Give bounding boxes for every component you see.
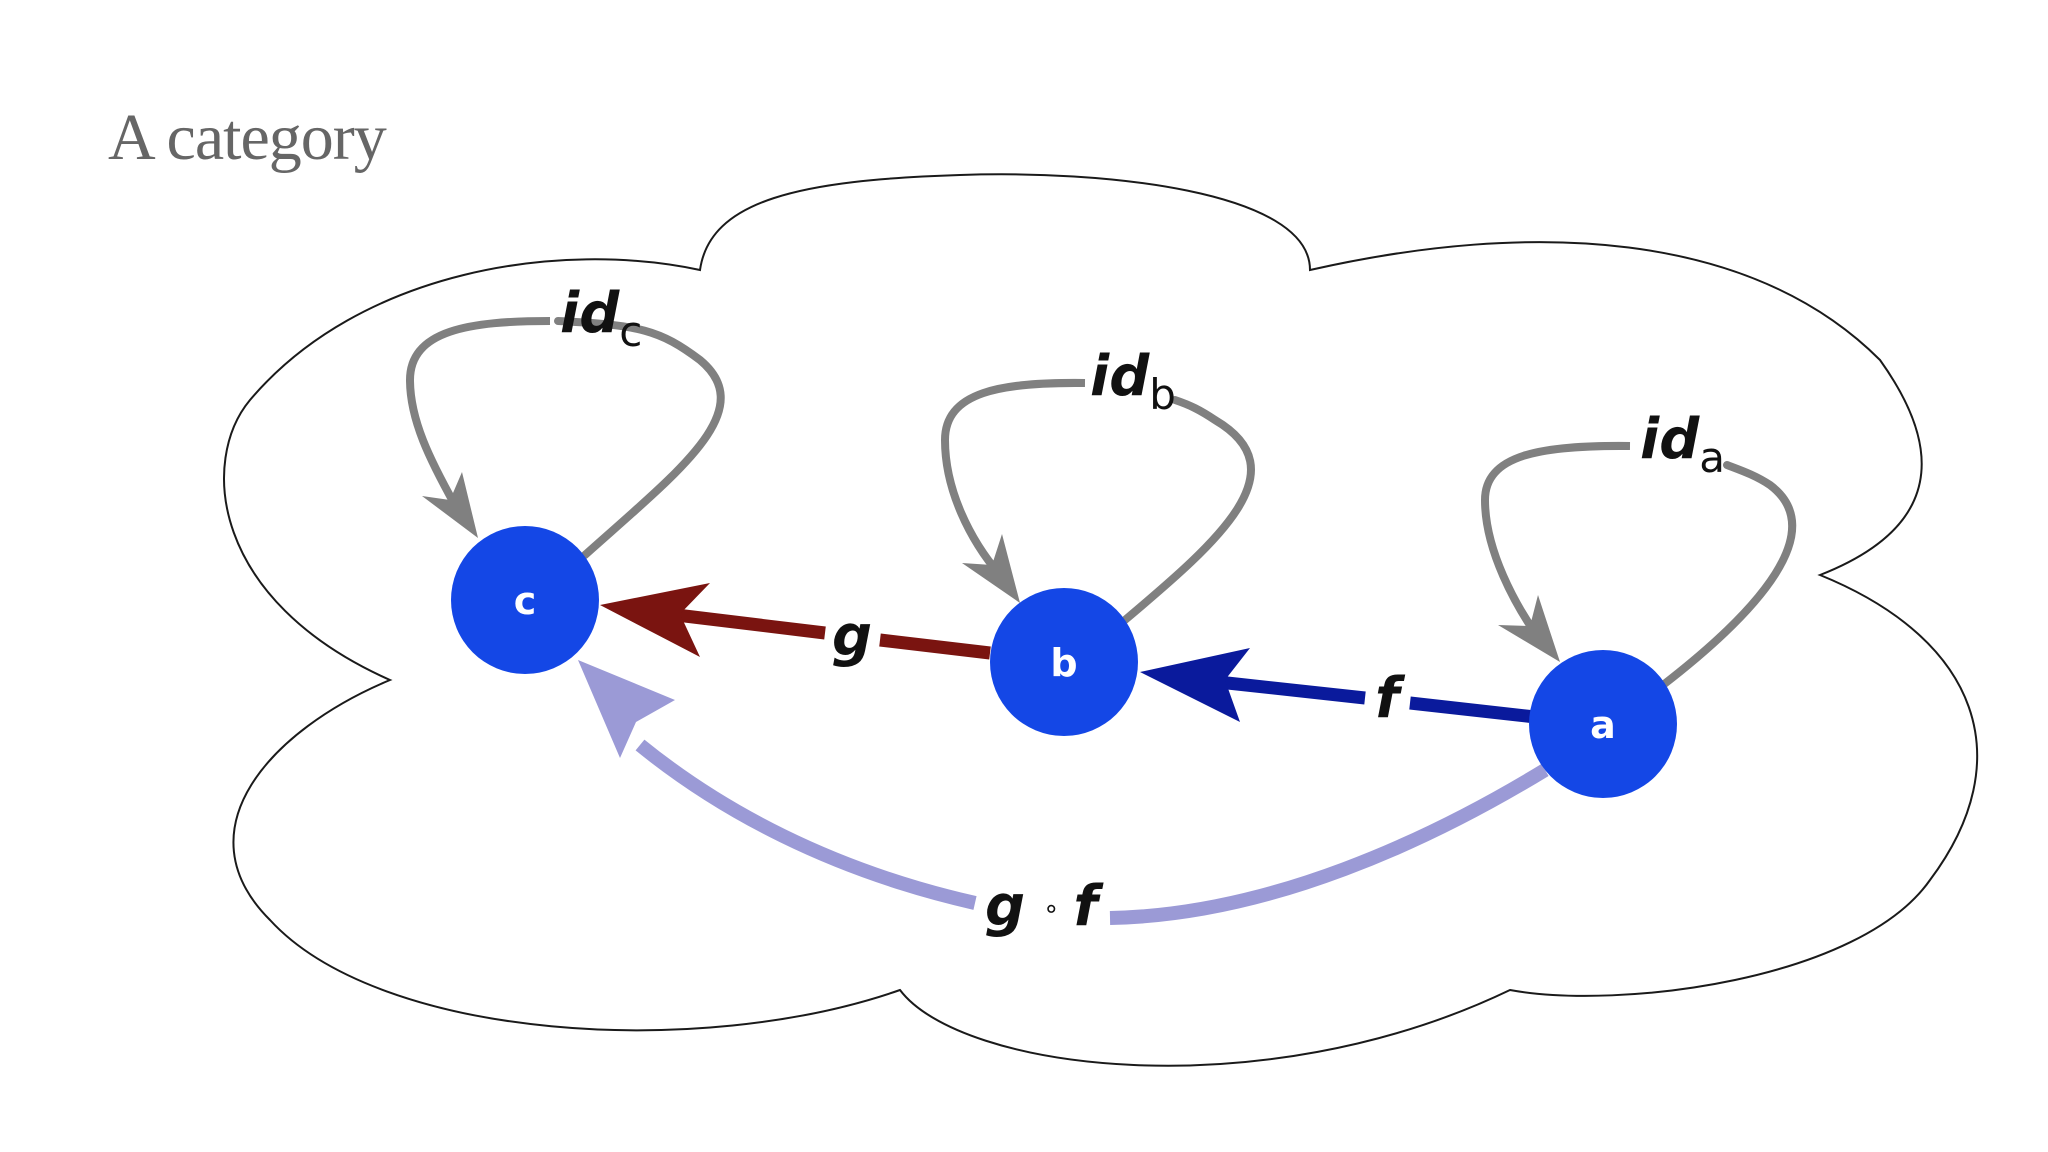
object-b-label: b [1050,641,1077,685]
identity-arrowhead-b [962,534,1020,603]
composite-label: g∘f [985,874,1104,939]
object-c-label: c [514,579,537,623]
object-b: b [990,588,1138,736]
identity-arc-c [554,317,725,559]
identity-arc-a [1659,461,1797,689]
identity-label-c: idc [560,281,642,356]
composite-arc-left [635,739,977,910]
identity-label-a: ida [1640,407,1725,482]
morphism-g-arrowhead [600,583,710,657]
morphism-g-shaft-right [879,633,991,660]
object-a-node [1529,650,1677,798]
composite-arrowhead [578,660,675,758]
morphism-g-shaft-left [659,606,826,640]
object-c: c [451,526,599,674]
object-b-node [990,588,1138,736]
morphism-g: g [600,583,991,669]
object-a: a [1529,650,1677,798]
identity-loop-c: idc [405,281,725,559]
morphism-f-label: f [1375,666,1406,731]
morphism-g-label: g [832,604,872,669]
morphism-f-arrowhead [1140,648,1250,722]
identity-arrowhead-c [422,472,478,538]
identity-label-b: idb [1090,344,1176,419]
identity-arc-a-start [1480,441,1631,643]
identity-arc-c-start [405,317,551,507]
morphism-f-shaft-left [1199,673,1366,705]
identity-arc-b-start [940,378,1086,578]
object-a-label: a [1590,703,1616,747]
object-c-node [451,526,599,674]
identity-loop-a: ida [1480,407,1797,689]
identity-loop-b: idb [940,344,1255,624]
morphism-f: f [1140,648,1536,731]
morphism-f-shaft-right [1409,696,1536,724]
category-cloud-outline [223,173,1979,1067]
page-title: A category [108,101,387,174]
composite-arc-right [1109,764,1549,925]
identity-arrowhead-a [1498,595,1560,662]
identity-arc-b [1121,396,1255,624]
